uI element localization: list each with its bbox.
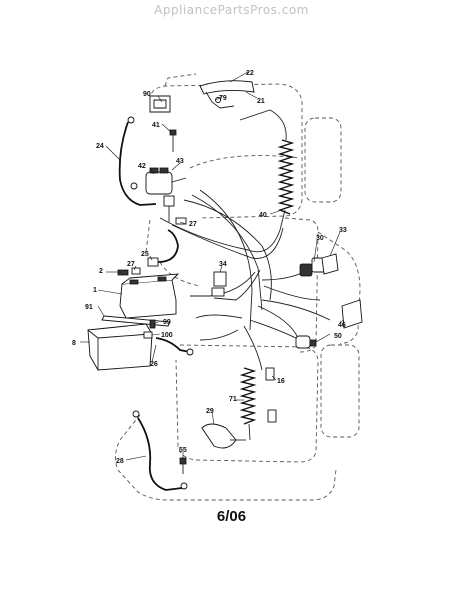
callout-16: 16 xyxy=(277,378,285,385)
coil-71 xyxy=(239,367,257,441)
callout-27-lower: 27 xyxy=(127,261,135,268)
wire-24 xyxy=(118,121,157,206)
part-99 xyxy=(149,319,156,329)
callout-71: 71 xyxy=(229,396,237,403)
connector-25 xyxy=(147,229,179,267)
battery-1 xyxy=(119,273,180,319)
part-34 xyxy=(211,271,227,297)
callout-40: 40 xyxy=(259,212,267,219)
callout-100: 100 xyxy=(161,332,173,339)
screw-2 xyxy=(117,269,129,276)
callout-99: 99 xyxy=(163,319,171,326)
bolt-41 xyxy=(169,129,177,152)
part-100 xyxy=(143,331,153,339)
callout-46: 46 xyxy=(338,322,346,329)
callout-90: 90 xyxy=(143,91,151,98)
callout-8: 8 xyxy=(72,340,76,347)
callout-1: 1 xyxy=(93,287,97,294)
cable-28 xyxy=(132,410,188,491)
part-callouts: 22 79 21 90 41 24 43 42 40 27 30 33 25 2… xyxy=(72,70,347,465)
part-90 xyxy=(149,95,171,113)
tractor-outline xyxy=(115,73,361,501)
bolt-55 xyxy=(179,457,187,474)
part-26 xyxy=(155,337,194,356)
callout-43: 43 xyxy=(176,158,184,165)
callout-41: 41 xyxy=(152,122,160,129)
callout-2: 2 xyxy=(99,268,103,275)
battery-tray-8 xyxy=(87,323,153,371)
callout-25: 25 xyxy=(141,251,149,258)
switch-29 xyxy=(201,423,246,449)
callout-29: 29 xyxy=(206,408,214,415)
callout-79: 79 xyxy=(219,95,227,102)
connector-27 xyxy=(131,217,187,275)
callout-27-upper: 27 xyxy=(189,221,197,228)
callout-50: 50 xyxy=(334,333,342,340)
callout-28: 28 xyxy=(116,458,124,465)
solenoid-42 xyxy=(130,167,187,195)
callout-42: 42 xyxy=(138,163,146,170)
part-30 xyxy=(299,257,327,277)
callout-55: 55 xyxy=(179,447,187,454)
watermark: AppliancePartsPros.com xyxy=(154,3,309,17)
page-number: 6/06 xyxy=(216,508,247,525)
callout-21: 21 xyxy=(257,98,265,105)
callout-24: 24 xyxy=(96,143,104,150)
fuse-43 xyxy=(163,195,175,222)
callout-34: 34 xyxy=(219,261,227,268)
hood-handle xyxy=(199,80,255,109)
callout-30: 30 xyxy=(316,235,324,242)
callout-22: 22 xyxy=(246,70,254,77)
leader-lines xyxy=(80,71,345,461)
part-16 xyxy=(265,367,277,423)
coil-40 xyxy=(239,109,295,215)
callout-33: 33 xyxy=(339,227,347,234)
callout-26: 26 xyxy=(150,361,158,368)
part-33 xyxy=(321,253,339,275)
part-50 xyxy=(295,335,317,349)
callout-91: 91 xyxy=(85,304,93,311)
